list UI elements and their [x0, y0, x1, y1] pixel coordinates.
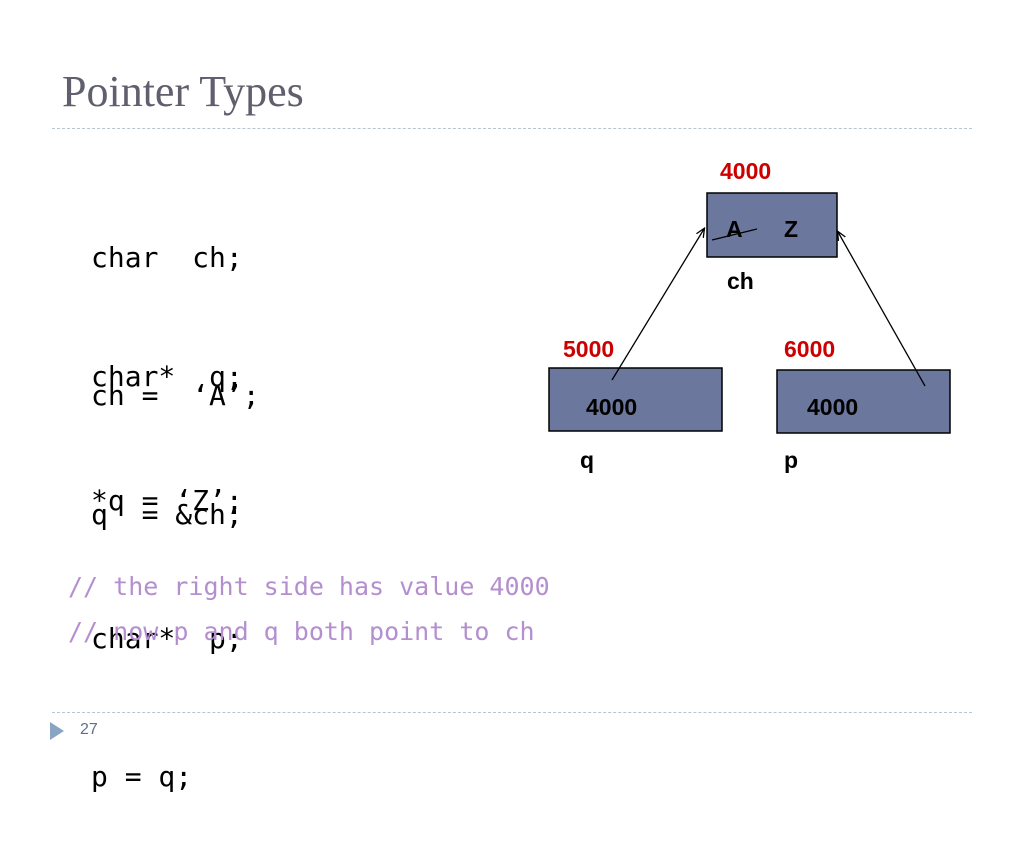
ch-address: 4000 [720, 158, 771, 184]
strikeout-line [711, 228, 758, 241]
code-line: char* p; [91, 622, 243, 655]
code-line: char ch; [91, 241, 243, 274]
code-block-declare-q: char* q; q = &ch; [91, 262, 243, 584]
slide-title: Pointer Types [62, 67, 304, 116]
code-line: char* q; [91, 360, 243, 393]
q-label: q [580, 447, 594, 473]
triangle-icon [50, 722, 64, 740]
code-comment: // now p and q both point to ch [68, 617, 535, 646]
ch-memory-box [706, 192, 838, 258]
ch-label: ch [727, 268, 754, 294]
q-pointer-arrow [611, 229, 704, 381]
p-address: 6000 [784, 336, 835, 362]
code-line: q = &ch; [91, 498, 243, 531]
q-value: 4000 [586, 394, 637, 420]
pointer-diagram: 4000 A Z ch 5000 4000 q 6000 4000 p [548, 158, 951, 473]
q-memory-box [548, 367, 723, 432]
p-value: 4000 [807, 394, 858, 420]
q-address: 5000 [563, 336, 614, 362]
ch-old-value: A [726, 216, 743, 242]
code-line: *q = ‘Z’; [91, 484, 243, 517]
slide-number: 27 [80, 721, 98, 738]
code-comment: // the right side has value 4000 [68, 572, 550, 601]
footer-divider [52, 712, 972, 713]
ch-new-value: Z [784, 216, 798, 242]
p-pointer-arrow [838, 232, 926, 387]
code-block-declare-ch: char ch; ch = ‘A’; [91, 143, 260, 465]
p-label: p [784, 447, 798, 473]
p-memory-box [776, 369, 951, 434]
code-line: ch = ‘A’; [91, 379, 260, 412]
title-divider [52, 128, 972, 129]
